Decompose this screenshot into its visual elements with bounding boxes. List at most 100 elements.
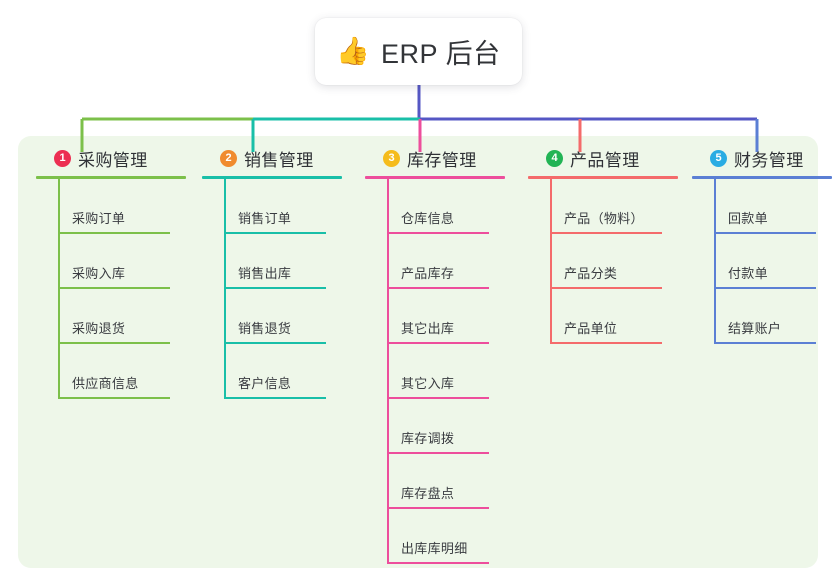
branch-underline xyxy=(692,176,832,179)
branch-title: 采购管理 xyxy=(78,150,148,170)
leaf-item[interactable]: 其它出库 xyxy=(365,289,505,344)
leaf-label: 采购退货 xyxy=(72,321,126,336)
branch-header-5[interactable]: 5 财务管理 xyxy=(692,146,832,170)
leaf-underline xyxy=(550,232,662,234)
branch-underline xyxy=(528,176,678,179)
leaf-label: 其它入库 xyxy=(401,376,455,391)
leaf-item[interactable]: 客户信息 xyxy=(202,344,342,399)
leaf-label: 其它出库 xyxy=(401,321,455,336)
leaf-label: 结算账户 xyxy=(728,321,782,336)
leaf-label: 销售出库 xyxy=(238,266,292,281)
branch-title: 销售管理 xyxy=(244,150,314,170)
leaf-label: 销售订单 xyxy=(238,211,292,226)
leaf-underline xyxy=(58,287,170,289)
leaf-label: 产品单位 xyxy=(564,321,618,336)
branch-column-5: 5 财务管理回款单付款单结算账户 xyxy=(692,146,832,344)
leaf-label: 出库库明细 xyxy=(401,541,468,556)
leaf-item[interactable]: 库存盘点 xyxy=(365,454,505,509)
leaf-item[interactable]: 产品单位 xyxy=(528,289,678,344)
branch-items: 销售订单销售出库销售退货客户信息 xyxy=(202,179,342,399)
branch-spine xyxy=(550,179,552,344)
branch-header-2[interactable]: 2 销售管理 xyxy=(202,146,342,170)
branch-number-badge: 3 xyxy=(383,149,400,167)
branch-spine xyxy=(714,179,716,344)
leaf-label: 销售退货 xyxy=(238,321,292,336)
leaf-item[interactable]: 供应商信息 xyxy=(36,344,186,399)
leaf-underline xyxy=(387,232,489,234)
branch-number-badge: 4 xyxy=(546,149,563,167)
thumbs-up-icon: 👍 xyxy=(336,36,371,66)
root-title: ERP 后台 xyxy=(381,39,501,69)
diagram-panel xyxy=(18,136,818,568)
leaf-underline xyxy=(714,287,816,289)
leaf-underline xyxy=(387,562,489,564)
leaf-item[interactable]: 产品分类 xyxy=(528,234,678,289)
leaf-underline xyxy=(387,507,489,509)
leaf-underline xyxy=(224,342,326,344)
leaf-item[interactable]: 付款单 xyxy=(692,234,832,289)
leaf-item[interactable]: 采购退货 xyxy=(36,289,186,344)
branch-header-4[interactable]: 4 产品管理 xyxy=(528,146,678,170)
branch-header-3[interactable]: 3 库存管理 xyxy=(365,146,505,170)
leaf-underline xyxy=(387,287,489,289)
leaf-item[interactable]: 产品（物料） xyxy=(528,179,678,234)
leaf-underline xyxy=(550,287,662,289)
branch-spine xyxy=(58,179,60,399)
leaf-underline xyxy=(387,342,489,344)
branch-underline xyxy=(365,176,505,179)
branch-column-1: 1 采购管理采购订单采购入库采购退货供应商信息 xyxy=(36,146,186,399)
leaf-underline xyxy=(58,342,170,344)
branch-underline xyxy=(202,176,342,179)
leaf-item[interactable]: 产品库存 xyxy=(365,234,505,289)
branch-items: 回款单付款单结算账户 xyxy=(692,179,832,344)
branch-spine xyxy=(387,179,389,564)
leaf-label: 采购入库 xyxy=(72,266,126,281)
leaf-underline xyxy=(714,342,816,344)
branch-column-2: 2 销售管理销售订单销售出库销售退货客户信息 xyxy=(202,146,342,399)
leaf-label: 回款单 xyxy=(728,211,768,226)
branch-items: 产品（物料） 产品分类产品单位 xyxy=(528,179,678,344)
leaf-item[interactable]: 仓库信息 xyxy=(365,179,505,234)
leaf-item[interactable]: 库存调拨 xyxy=(365,399,505,454)
leaf-item[interactable]: 回款单 xyxy=(692,179,832,234)
leaf-item[interactable]: 结算账户 xyxy=(692,289,832,344)
leaf-underline xyxy=(58,232,170,234)
leaf-item[interactable]: 采购入库 xyxy=(36,234,186,289)
root-node[interactable]: 👍 ERP 后台 xyxy=(315,18,522,85)
leaf-label: 付款单 xyxy=(728,266,768,281)
branch-number-badge: 1 xyxy=(54,149,71,167)
leaf-item[interactable]: 销售退货 xyxy=(202,289,342,344)
branch-number-badge: 5 xyxy=(710,149,727,167)
branch-items: 采购订单采购入库采购退货供应商信息 xyxy=(36,179,186,399)
leaf-label: 产品分类 xyxy=(564,266,618,281)
leaf-item[interactable]: 出库库明细 xyxy=(365,509,505,564)
branch-underline xyxy=(36,176,186,179)
leaf-label: 供应商信息 xyxy=(72,376,139,391)
branch-title: 财务管理 xyxy=(734,150,804,170)
branch-number-badge: 2 xyxy=(220,149,237,167)
branch-items: 仓库信息产品库存其它出库其它入库库存调拨库存盘点出库库明细 xyxy=(365,179,505,564)
leaf-label: 产品库存 xyxy=(401,266,455,281)
leaf-item[interactable]: 销售订单 xyxy=(202,179,342,234)
leaf-underline xyxy=(224,232,326,234)
branch-title: 产品管理 xyxy=(570,150,640,170)
leaf-underline xyxy=(224,397,326,399)
leaf-underline xyxy=(387,452,489,454)
leaf-item[interactable]: 销售出库 xyxy=(202,234,342,289)
leaf-underline xyxy=(58,397,170,399)
leaf-label: 产品（物料） xyxy=(564,211,644,226)
leaf-item[interactable]: 其它入库 xyxy=(365,344,505,399)
branch-title: 库存管理 xyxy=(407,150,477,170)
leaf-underline xyxy=(224,287,326,289)
leaf-label: 库存盘点 xyxy=(401,486,455,501)
leaf-underline xyxy=(387,397,489,399)
leaf-label: 仓库信息 xyxy=(401,211,455,226)
leaf-underline xyxy=(714,232,816,234)
branch-header-1[interactable]: 1 采购管理 xyxy=(36,146,186,170)
leaf-label: 客户信息 xyxy=(238,376,292,391)
leaf-label: 库存调拨 xyxy=(401,431,455,446)
leaf-label: 采购订单 xyxy=(72,211,126,226)
branch-spine xyxy=(224,179,226,399)
leaf-item[interactable]: 采购订单 xyxy=(36,179,186,234)
